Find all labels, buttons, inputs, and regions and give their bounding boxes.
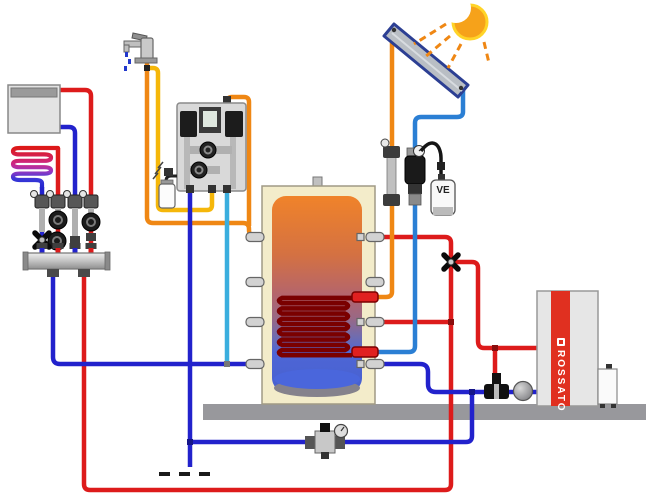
internal-coil-heat-exchanger (279, 291, 379, 358)
tap (123, 32, 158, 71)
three-way-valve (441, 252, 461, 272)
safety-group (152, 161, 177, 209)
sun-icon (413, 0, 491, 69)
motorized-mixing-valve (484, 373, 509, 399)
radiator (7, 84, 61, 134)
boiler-logo-icon (556, 338, 565, 346)
underfloor-heating-coil (10, 145, 61, 191)
solar-collector (382, 22, 470, 99)
heating-hot-pipes (55, 87, 537, 493)
manifold-valves (30, 190, 99, 209)
pump-sphere (512, 380, 534, 402)
boiler-brand-text: ROSSATO (555, 350, 566, 413)
floor (203, 404, 646, 420)
fresh-water-station (176, 96, 247, 193)
expansion-vessel (419, 141, 456, 216)
dhw-recirculation-pipe (149, 65, 215, 213)
solar-pump-group (380, 138, 426, 206)
tank-ports (245, 231, 385, 370)
heating-manifold-pump-stations (22, 190, 111, 277)
buffer-tank (245, 176, 385, 405)
boiler-brand-label: ROSSATO (551, 294, 570, 413)
boiler-aux-box (597, 364, 618, 408)
pressure-reducer (305, 423, 349, 459)
solar-return-pipe (368, 86, 466, 355)
boiler-unit (536, 290, 599, 407)
water-drops-icon (124, 52, 131, 71)
pipe-junctions (144, 65, 498, 445)
expansion-vessel-label: VE (436, 185, 450, 196)
